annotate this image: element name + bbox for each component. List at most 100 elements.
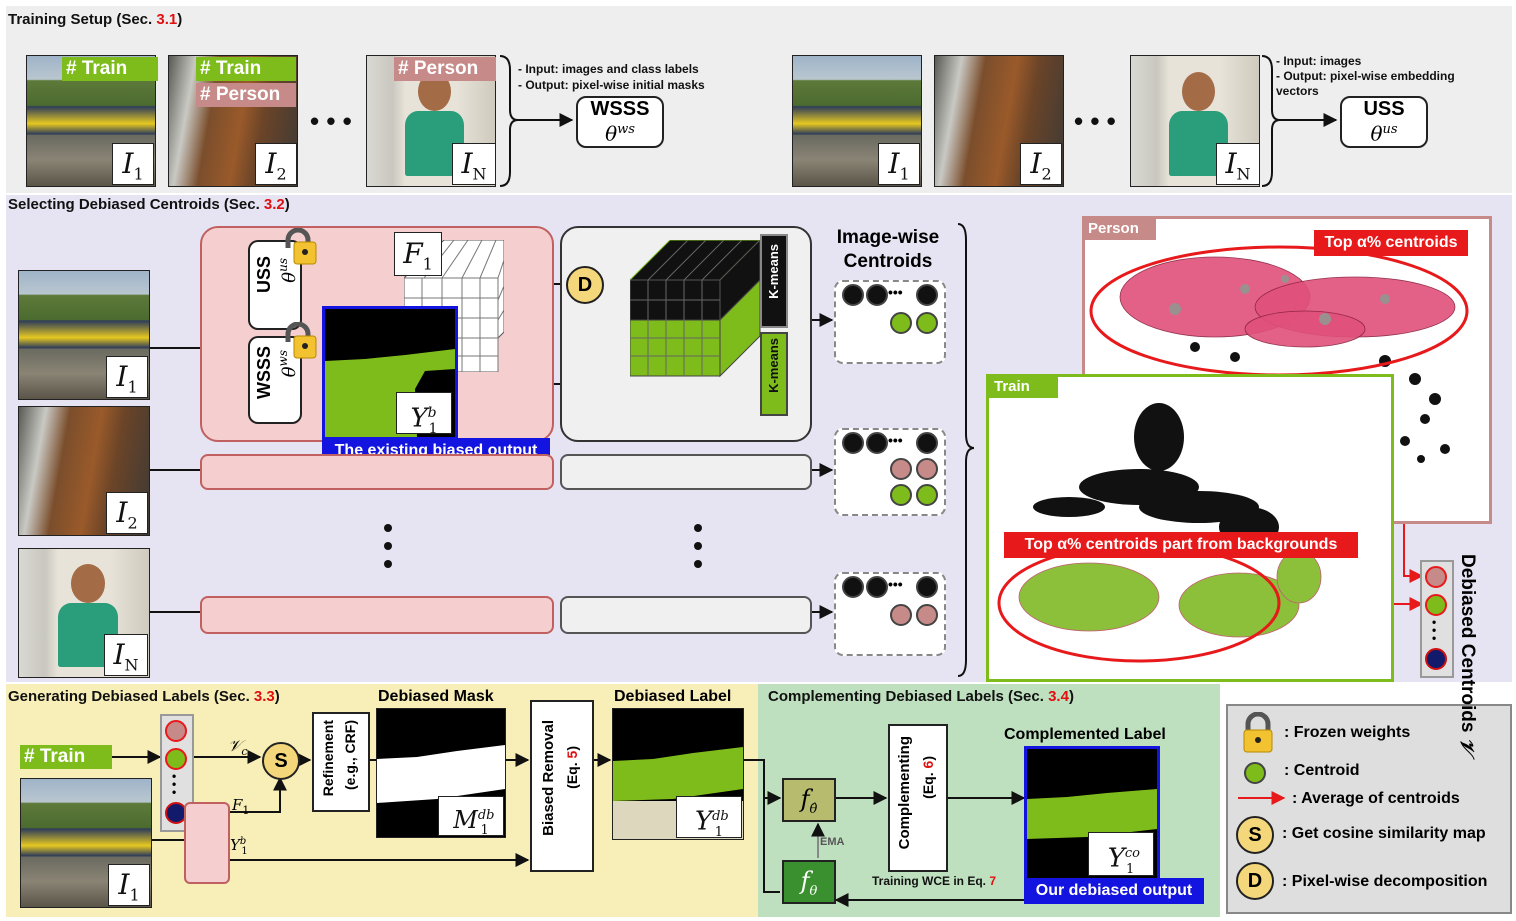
lock-icon-svg-2 [285, 321, 317, 359]
centroid-ellipsis-2: ••• [888, 432, 903, 448]
training-wce-text: Training WCE in Eq. [872, 874, 990, 888]
section-num-generating: 3.3 [253, 688, 275, 705]
train-plot [986, 374, 1394, 682]
f-theta-letter: f [800, 867, 810, 895]
centroid-dot [890, 458, 912, 480]
uss-model-theta: θus [1342, 120, 1426, 144]
debiased-centroids-vertical: Debiased Centroids 𝒱 [1456, 554, 1478, 754]
person-tag-2: # Person [196, 83, 296, 107]
section-num-selecting: 3.2 [263, 196, 285, 213]
centroid-ellipsis-n: ••• [888, 576, 903, 592]
kmeans-bottom-label: K-means [766, 338, 781, 393]
m1db-sub: 1 [480, 822, 489, 838]
centroid-dot [842, 284, 864, 306]
wsss-model-box: WSSS θws [576, 96, 664, 148]
y1b-gen-letter: Y [230, 836, 240, 854]
section-title-generating-label: Generating Debiased Labels (Sec. [8, 688, 254, 705]
decomposition-op: D [566, 266, 604, 304]
uss-theta: θ [1370, 121, 1383, 146]
wsss-theta: θ [605, 121, 618, 146]
centroid-dot [866, 576, 888, 598]
image-label-i1-c: I1 [106, 356, 148, 398]
wsss-frozen-label: WSSS [254, 346, 274, 400]
eq5-prefix: (Eq. [564, 758, 580, 789]
m1db-letter: M [453, 806, 478, 834]
uss-theta-sup: us [1382, 122, 1398, 137]
kmeans-top-box: K-means [760, 234, 788, 328]
person-plot-tag: Person [1084, 218, 1156, 240]
f1-gen-sub: 1 [242, 804, 250, 817]
image-label-i1-a: I1 [112, 143, 154, 185]
section-close-selecting: ) [284, 196, 290, 213]
y1db-letter: Y [694, 806, 713, 837]
in-b-letter: I [1225, 147, 1237, 180]
f1-label: F1 [394, 232, 442, 276]
i2-b-letter: I [1030, 147, 1042, 180]
training-wce-label: Training WCE in Eq. 7 [872, 874, 996, 888]
y1b-gen-label: Yb1 [230, 836, 248, 857]
in-c-sub: N [124, 655, 139, 675]
i1-b-sub: 1 [899, 164, 910, 184]
model-block-row-n [200, 596, 554, 634]
y1b-gen-sup: b [239, 836, 247, 847]
debiased-centroid-ellipsis: ••• [1432, 615, 1437, 645]
uss-io-input: - Input: images [1276, 54, 1362, 68]
eq6-prefix: (Eq. [920, 768, 936, 799]
wsss-theta-sup: ws [617, 122, 635, 137]
y1b-sub: 1 [428, 420, 438, 437]
centroids-label: Centroids [843, 251, 933, 272]
uss-model-box: USS θus [1340, 96, 1428, 148]
lock-icon-svg-1 [285, 227, 317, 265]
biased-mask-svg [325, 349, 455, 437]
i1-a-letter: I [122, 147, 134, 180]
section-close-training: ) [177, 11, 183, 28]
section-title-complementing: Complementing Debiased Labels (Sec. 3.4) [768, 688, 1074, 705]
gen-centroid-dot [165, 748, 187, 770]
centroid-dot [890, 604, 912, 626]
image-wise-title: Image-wise Centroids [820, 226, 956, 274]
y1db-sub: 1 [714, 824, 724, 840]
centroid-dot [916, 576, 938, 598]
biased-removal-box: Biased Removal (Eq. 5) [530, 700, 594, 872]
lock-icon [282, 227, 318, 266]
centroid-dot [866, 432, 888, 454]
f-theta-box: fθ [782, 860, 836, 904]
uss-frozen-box: USS θus [248, 240, 302, 330]
centroid-dot [916, 458, 938, 480]
m1db-sup: db [477, 808, 495, 823]
section-title-selecting-label: Selecting Debiased Centroids (Sec. [8, 196, 264, 213]
image-label-i2-b: I2 [1020, 143, 1062, 185]
f1-gen-label: F1 [232, 796, 249, 817]
section-num-complementing: 3.4 [1048, 688, 1069, 705]
f-theta-sub: θ [809, 883, 818, 899]
centroid-dot [916, 484, 938, 506]
nu-symbol: 𝒱 [1456, 737, 1478, 754]
similarity-op: S [262, 742, 300, 780]
legend-frozen: : Frozen weights [1284, 724, 1411, 741]
image-label-i1-d: I1 [108, 864, 150, 906]
y1co-label: Yco1 [1088, 832, 1154, 877]
train-tag-2: # Train [196, 57, 296, 81]
i2-a-letter: I [265, 147, 277, 180]
f1-letter: F [403, 237, 423, 270]
lock-icon [1240, 711, 1276, 754]
centroid-dot [916, 432, 938, 454]
i2-c-sub: 2 [127, 513, 138, 533]
legend-centroid: : Centroid [1284, 762, 1360, 779]
image-wise-label: Image-wise [836, 227, 940, 248]
centroid-dot [916, 604, 938, 626]
section-title-training-label: Training Setup (Sec. [8, 11, 157, 28]
in-b-sub: N [1236, 164, 1251, 184]
f1-sub: 1 [422, 254, 433, 274]
centroid-dot [916, 284, 938, 306]
centroid-dot [890, 484, 912, 506]
uss-io-output: - Output: pixel-wise embedding [1276, 69, 1455, 83]
gen-centroid-ellipsis: ••• [172, 769, 177, 799]
training-wce-num: 7 [989, 874, 997, 888]
section-title-generating: Generating Debiased Labels (Sec. 3.3) [8, 688, 280, 705]
complementing-box: Complementing (Eq. 6) [888, 724, 948, 872]
eq5-num: 5 [564, 750, 580, 759]
i1-d-sub: 1 [129, 885, 140, 905]
i1-a-sub: 1 [133, 164, 144, 184]
biased-removal-label: Biased Removal [540, 720, 557, 836]
